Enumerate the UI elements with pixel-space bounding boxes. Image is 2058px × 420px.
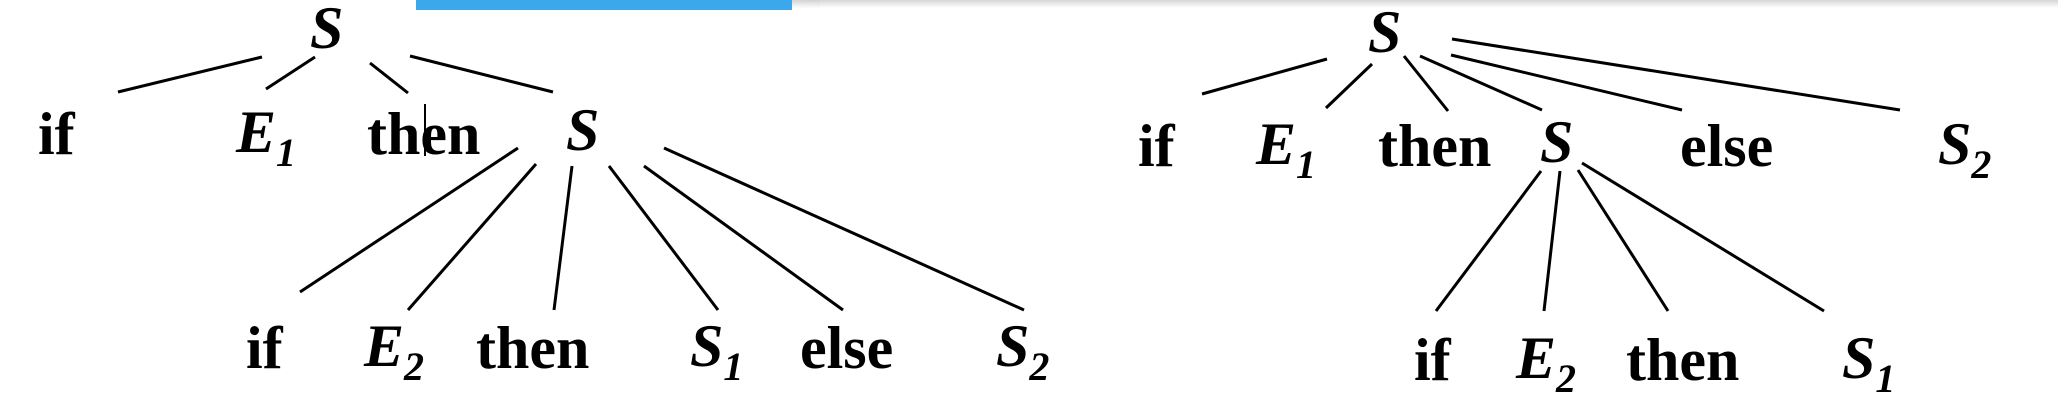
selection-highlight-bar[interactable] [416, 0, 792, 10]
left-s1: S1 [690, 313, 744, 389]
right-s2: S2 [1938, 111, 1992, 187]
edge-right-s-if [1434, 170, 1543, 312]
right-then2-keyword: then [1626, 327, 1740, 393]
edge-left-root-if [117, 55, 263, 94]
left-then-keyword: then [367, 101, 481, 167]
edge-left-root-s [409, 54, 554, 94]
left-s2: S2 [996, 313, 1050, 389]
edge-right-root-else [1450, 53, 1683, 112]
edge-right-s-then [1576, 169, 1670, 312]
edge-left-s-if [299, 146, 519, 294]
left-else-keyword: else [800, 315, 894, 381]
right-e1: E1 [1256, 111, 1317, 187]
edge-right-s-e2 [1542, 170, 1562, 312]
right-if2-keyword: if [1414, 327, 1451, 393]
edge-left-root-then [369, 61, 409, 95]
left-e1: E1 [236, 99, 297, 175]
right-then-keyword: then [1378, 113, 1492, 179]
edge-left-s-s1 [607, 165, 720, 311]
left-inner-s: S [566, 97, 600, 163]
right-else-keyword: else [1680, 113, 1774, 179]
edge-left-s-else [643, 164, 844, 312]
left-if2-keyword: if [246, 315, 283, 381]
edge-right-root-then [1402, 55, 1450, 112]
toolbar-shadow [790, 0, 2058, 8]
edge-right-root-s2 [1451, 37, 1901, 112]
edge-left-s-e2 [406, 163, 538, 311]
edge-left-root-e1 [265, 55, 316, 91]
text-caret [424, 104, 426, 156]
left-if-keyword: if [38, 101, 75, 167]
right-s1: S1 [1842, 325, 1896, 401]
left-root-s: S [310, 0, 344, 61]
edge-right-root-s [1419, 54, 1543, 112]
right-e2: E2 [1516, 325, 1577, 401]
right-inner-s: S [1540, 109, 1574, 175]
left-then2-keyword: then [476, 315, 590, 381]
edge-left-s-then [552, 165, 574, 311]
right-root-s: S [1368, 0, 1402, 65]
edge-right-root-if [1201, 57, 1328, 96]
edge-right-root-e1 [1324, 62, 1374, 110]
edge-left-s-s2 [663, 146, 1025, 312]
edge-right-s-s1 [1581, 161, 1825, 313]
left-e2: E2 [364, 313, 425, 389]
right-if-keyword: if [1138, 113, 1175, 179]
